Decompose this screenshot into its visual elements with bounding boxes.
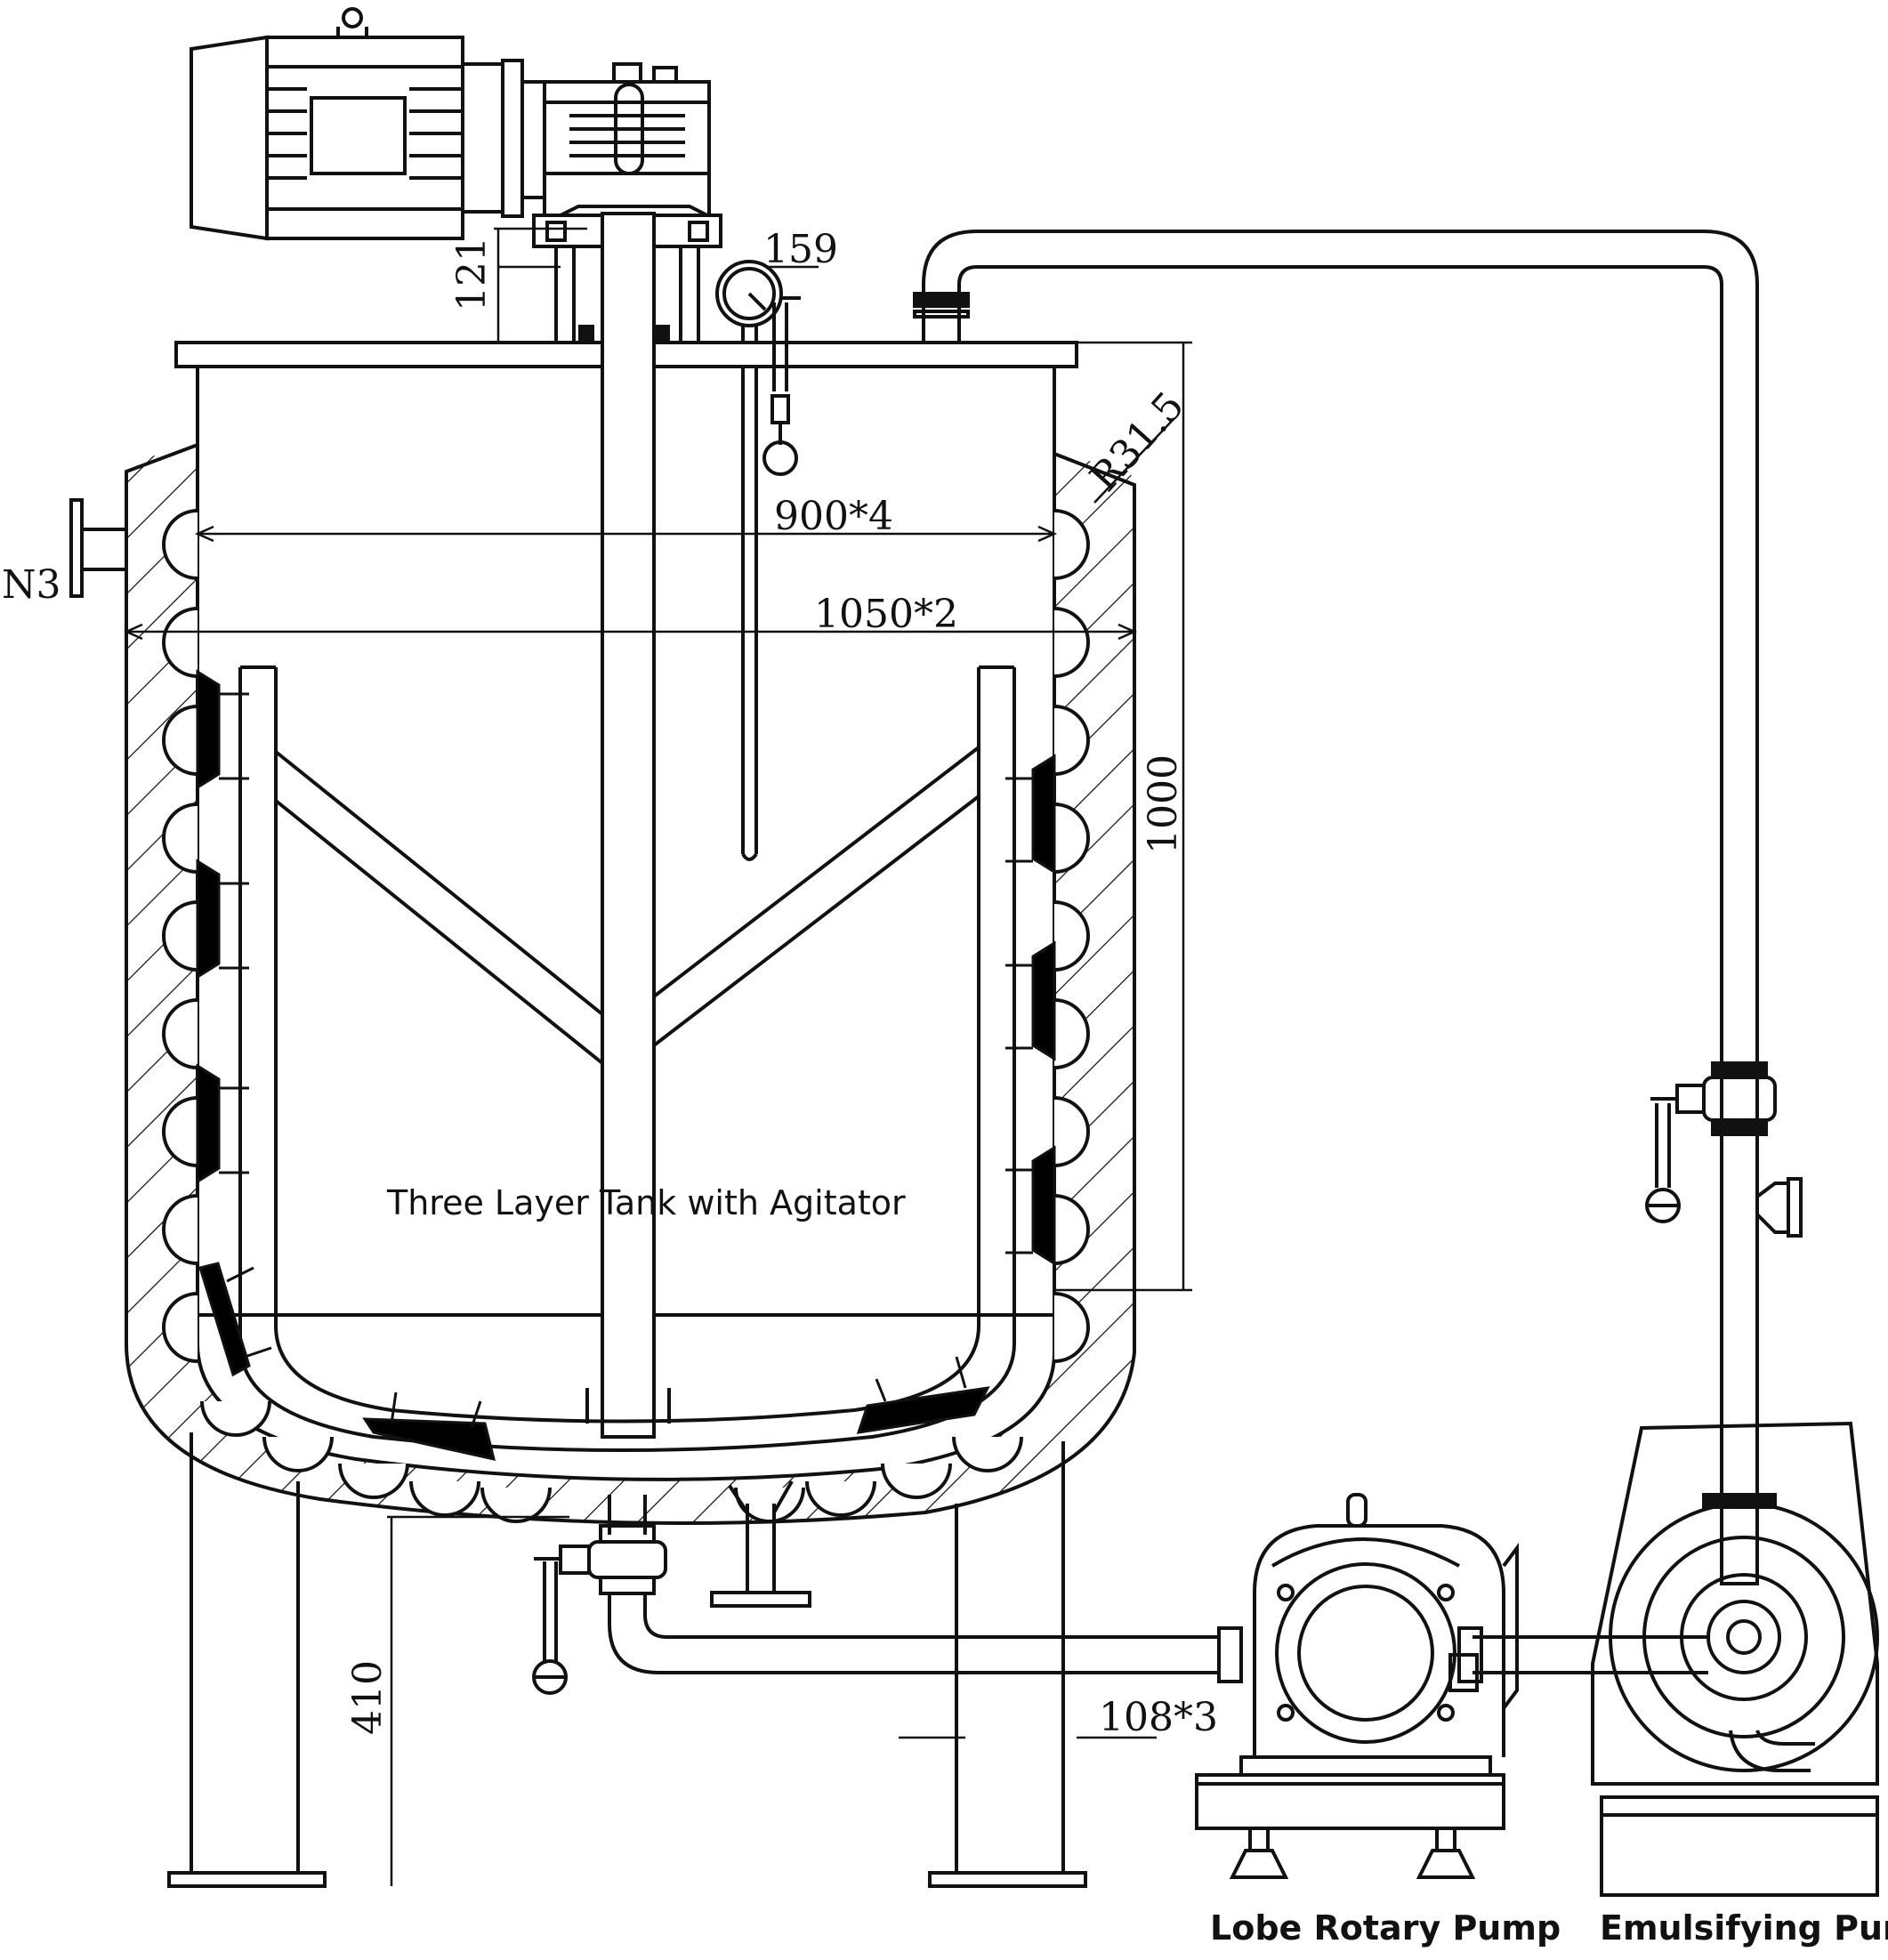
half-coil <box>1053 705 1090 776</box>
half-coil <box>162 803 198 874</box>
half-coil <box>409 1480 480 1517</box>
outlet-valve[interactable] <box>532 1524 667 1695</box>
dimension-108x3: 108*3 <box>1099 1695 1218 1740</box>
half-coil <box>1053 900 1090 972</box>
half-coil <box>162 1292 198 1363</box>
emulsifying-pump-label: Emulsifying Pump <box>1600 1908 1888 1948</box>
half-coil <box>480 1487 552 1523</box>
half-coil <box>162 900 198 972</box>
half-coil <box>162 705 198 776</box>
half-coil <box>262 1436 334 1472</box>
half-coil <box>162 509 198 580</box>
return-line-valve[interactable] <box>1645 1061 1803 1238</box>
half-coil <box>200 1400 271 1437</box>
n3-label: N3 <box>2 562 61 608</box>
half-coil <box>805 1480 876 1517</box>
half-coil <box>952 1436 1023 1472</box>
lobe-pump-label: Lobe Rotary Pump <box>1210 1908 1561 1948</box>
half-coil <box>1053 607 1090 678</box>
bottom-drain-nozzle <box>608 1480 811 1608</box>
half-coil <box>162 1096 198 1167</box>
flange-blocks <box>578 325 670 343</box>
dimension-159: 159 <box>763 227 838 272</box>
half-coil <box>162 607 198 678</box>
half-coil <box>162 1194 198 1265</box>
half-coil <box>1053 1194 1090 1265</box>
outer-jacket <box>125 443 1136 1525</box>
half-coil-pipes <box>162 509 1090 1523</box>
dimension-1050x2: 1050*2 <box>814 592 958 637</box>
tank-label: Three Layer Tank with Agitator <box>386 1183 906 1222</box>
half-coil <box>1053 998 1090 1069</box>
dimension-121: 121 <box>449 237 495 311</box>
emulsifying-pump <box>1591 1421 1879 1897</box>
pressure-gauge[interactable] <box>715 260 801 476</box>
dimension-900x4: 900*4 <box>774 494 893 539</box>
half-coil <box>1053 1096 1090 1167</box>
scraper-brackets <box>219 692 1033 1429</box>
agitator-shaft <box>601 212 656 1439</box>
thermometer <box>741 367 758 861</box>
half-coil <box>162 998 198 1069</box>
half-coil <box>1053 803 1090 874</box>
suction-pipe <box>608 1593 1708 1683</box>
n3-nozzle <box>69 498 128 598</box>
half-coil <box>1053 1292 1090 1363</box>
half-coil <box>338 1463 409 1499</box>
lobe-rotary-pump <box>1195 1493 1519 1879</box>
dimension-410: 410 <box>345 1660 391 1735</box>
dimension-1000: 1000 <box>1141 754 1186 854</box>
dimension-lines <box>123 341 1192 1886</box>
return-pipe <box>913 230 1759 1508</box>
dimension-r31-5: R31.5 <box>1081 383 1193 501</box>
dimension-121-lines <box>494 227 587 343</box>
agitator-motor <box>190 7 722 343</box>
scraper-blades <box>196 669 1056 1461</box>
half-coil <box>1053 509 1090 580</box>
half-coil <box>881 1463 952 1499</box>
tank-legs <box>167 1432 1087 1888</box>
